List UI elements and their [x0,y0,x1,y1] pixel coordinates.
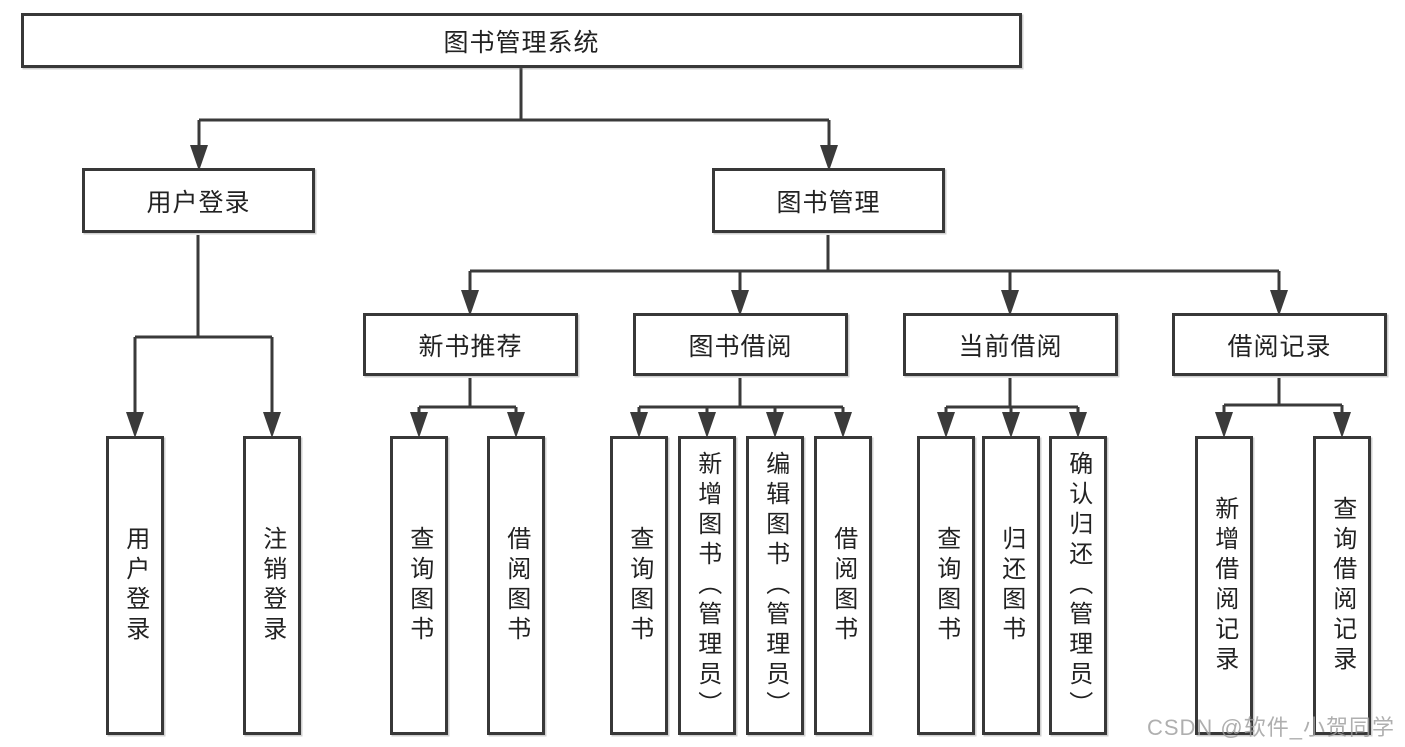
leaf-user-login: 用户登录 [106,436,164,735]
leaf-edit-books-admin: 编辑图书（管理员） [746,436,804,735]
leaf-label: 归还图书 [997,525,1025,646]
leaf-logout: 注销登录 [243,436,301,735]
leaf-borrow-books-recommend: 借阅图书 [487,436,545,735]
leaf-query-books-recommend: 查询图书 [390,436,448,735]
leaf-label: 编辑图书（管理员） [761,450,789,721]
leaf-label: 借阅图书 [829,525,857,646]
node-user-login: 用户登录 [82,168,315,233]
leaf-label: 查询图书 [405,525,433,646]
node-new-book-recommendation: 新书推荐 [363,313,578,376]
node-borrowing-records: 借阅记录 [1172,313,1387,376]
node-label: 当前借阅 [958,332,1063,361]
leaf-confirm-return-admin: 确认归还（管理员） [1049,436,1107,735]
node-label: 图书借阅 [688,332,793,361]
leaf-label: 查询图书 [625,525,653,646]
leaf-label: 确认归还（管理员） [1064,450,1092,721]
node-book-borrowing: 图书借阅 [633,313,848,376]
leaf-label: 借阅图书 [502,525,530,646]
leaf-label: 注销登录 [258,525,286,646]
node-current-borrowing: 当前借阅 [903,313,1118,376]
leaf-return-books: 归还图书 [982,436,1040,735]
node-label: 用户登录 [146,188,251,217]
leaf-add-books-admin: 新增图书（管理员） [678,436,736,735]
leaf-query-books-borrow: 查询图书 [610,436,668,735]
node-library-management-system: 图书管理系统 [21,13,1022,68]
leaf-label: 新增图书（管理员） [693,450,721,721]
leaf-borrow-books: 借阅图书 [814,436,872,735]
node-label: 借阅记录 [1227,332,1332,361]
node-book-management: 图书管理 [712,168,945,233]
leaf-add-borrow-record: 新增借阅记录 [1195,436,1253,735]
node-label: 新书推荐 [418,332,523,361]
node-label: 图书管理 [776,188,881,217]
leaf-query-books-current: 查询图书 [917,436,975,735]
node-label: 图书管理系统 [443,28,600,57]
leaf-query-borrow-record: 查询借阅记录 [1313,436,1371,735]
leaf-label: 查询借阅记录 [1328,495,1356,676]
leaf-label: 新增借阅记录 [1210,495,1238,676]
leaf-label: 用户登录 [121,525,149,646]
csdn-watermark: CSDN @软件_小贺同学 [1146,715,1395,740]
leaf-label: 查询图书 [932,525,960,646]
